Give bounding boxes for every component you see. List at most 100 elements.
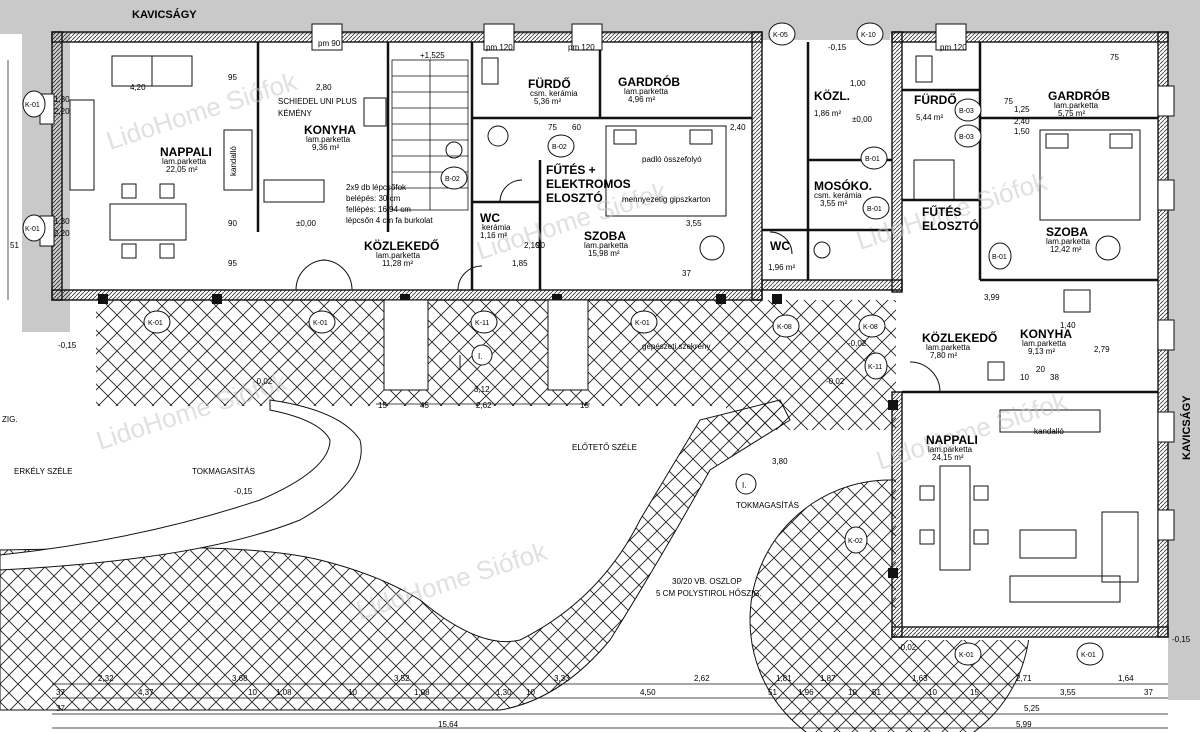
path-bend (0, 399, 362, 571)
svg-text:9,13 m²: 9,13 m² (1028, 347, 1055, 356)
svg-text:37: 37 (56, 688, 65, 697)
svg-text:2,80: 2,80 (316, 83, 332, 92)
label-tokma-right: TOKMAGASÍTÁS (736, 501, 799, 510)
room-nappali-left: NAPPALI lam.parketta 22,05 m² (160, 145, 212, 174)
svg-text:-0,15: -0,15 (828, 43, 847, 52)
svg-text:pm 120: pm 120 (940, 43, 967, 52)
stair-steps-terrace (383, 299, 589, 391)
svg-text:3,55: 3,55 (686, 219, 702, 228)
svg-text:1,30: 1,30 (496, 688, 512, 697)
svg-text:K-02: K-02 (848, 538, 863, 545)
room-furdo-right: FÜRDŐ 5,44 m² (914, 92, 957, 122)
svg-text:KONYHA: KONYHA (1020, 327, 1072, 341)
svg-text:10: 10 (248, 688, 257, 697)
svg-text:-0,02: -0,02 (254, 377, 273, 386)
svg-text:FŰTÉS: FŰTÉS (922, 204, 961, 219)
svg-text:10: 10 (1020, 373, 1029, 382)
svg-text:B-02: B-02 (552, 144, 567, 151)
label-lepcso-3: fellépés: 16,94 cm (346, 205, 411, 214)
svg-text:WC: WC (770, 239, 790, 253)
svg-text:K-01: K-01 (25, 102, 40, 109)
svg-text:51: 51 (10, 241, 19, 250)
svg-text:3,52: 3,52 (394, 674, 410, 683)
walls-interior (256, 42, 1158, 394)
svg-text:pm 90: pm 90 (318, 39, 341, 48)
dim-texts: 4,20 2,80 1,30 2,20 1,30 2,20 95 95 90 9… (10, 39, 1119, 466)
room-futes-right: FŰTÉS ELOSZTÓ (922, 204, 979, 233)
svg-text:K-01: K-01 (148, 320, 163, 327)
svg-text:1,64: 1,64 (1118, 674, 1134, 683)
svg-text:51: 51 (768, 688, 777, 697)
svg-text:K-11: K-11 (475, 320, 489, 327)
svg-text:-0,02: -0,02 (826, 377, 845, 386)
svg-text:3,12: 3,12 (474, 385, 490, 394)
label-schiedel: SCHIEDEL UNI PLUS (278, 97, 357, 106)
gravel-bed-right (1168, 20, 1200, 700)
svg-text:95: 95 (228, 259, 237, 268)
label-kandallo-left: kandalló (229, 146, 238, 176)
svg-text:pm 120: pm 120 (568, 43, 595, 52)
svg-text:1,30: 1,30 (54, 95, 70, 104)
right-wing-cover (896, 392, 1168, 640)
label-tokma-left: TOKMAGASÍTÁS (192, 467, 255, 476)
svg-text:5,44 m²: 5,44 m² (916, 113, 943, 122)
svg-text:75: 75 (548, 123, 557, 132)
svg-text:10: 10 (526, 688, 535, 697)
svg-text:-0,15: -0,15 (1172, 635, 1191, 644)
svg-text:+1,525: +1,525 (420, 51, 445, 60)
svg-text:KÖZLEKEDŐ: KÖZLEKEDŐ (364, 238, 439, 253)
svg-text:37: 37 (682, 269, 691, 278)
label-kavicsagy-top: KAVICSÁGY (132, 8, 197, 21)
svg-text:60: 60 (572, 123, 581, 132)
label-padlo: padló összefolyó (642, 155, 702, 164)
dim-lines (7, 60, 1168, 729)
svg-text:4,50: 4,50 (640, 688, 656, 697)
svg-text:K-10: K-10 (861, 32, 876, 39)
svg-text:2,10: 2,10 (524, 241, 540, 250)
room-kozlekedo-right: KÖZLEKEDŐ lam.parketta 7,80 m² (922, 330, 997, 360)
label-kemeny: KÉMÉNY (278, 109, 312, 118)
svg-text:1,08: 1,08 (276, 688, 292, 697)
label-kandallo-right: kandalló (1034, 427, 1064, 436)
svg-text:2,71: 2,71 (1016, 674, 1032, 683)
room-gardrob-left: GARDRÓB lam.parketta 4,96 m² (618, 74, 680, 104)
label-gepeszeti: gépészeti szekrény (642, 342, 710, 351)
svg-text:csm. kerámia: csm. kerámia (530, 89, 578, 98)
svg-text:K-01: K-01 (1081, 652, 1096, 659)
svg-text:24,15 m²: 24,15 m² (932, 453, 964, 462)
label-oszlop-2: 5 CM POLYSTIROL HŐSZIG. (656, 589, 762, 598)
label-lepcso-1: 2x9 db lépcsőfok (346, 183, 407, 192)
svg-text:±0,00: ±0,00 (852, 115, 873, 124)
svg-text:ELEKTROMOS: ELEKTROMOS (546, 177, 631, 191)
label-lepcso-2: belépés: 30 cm (346, 194, 401, 203)
room-szoba-right: SZOBA lam.parketta 12,42 m² (1046, 225, 1091, 254)
svg-text:75: 75 (1110, 53, 1119, 62)
svg-text:2,62: 2,62 (694, 674, 710, 683)
svg-text:-0,15: -0,15 (234, 487, 253, 496)
svg-text:20: 20 (1036, 365, 1045, 374)
svg-text:15: 15 (378, 401, 387, 410)
svg-text:1,96 m²: 1,96 m² (768, 263, 795, 272)
svg-text:B-03: B-03 (959, 108, 974, 115)
svg-text:pm 120: pm 120 (486, 43, 513, 52)
svg-text:csm. kerámia: csm. kerámia (814, 191, 862, 200)
svg-text:4,37: 4,37 (138, 688, 154, 697)
terrace-posts (98, 294, 898, 578)
furniture-right (813, 55, 1141, 603)
svg-text:3,33: 3,33 (554, 674, 570, 683)
doors (295, 179, 941, 393)
svg-text:K-01: K-01 (313, 320, 328, 327)
plan-labels: KAVICSÁGY KAVICSÁGY ERKÉLY SZÉLE TOKMAGA… (2, 8, 1193, 598)
room-kozl-right: KÖZL. 1,86 m² (814, 88, 850, 118)
svg-text:1,08: 1,08 (414, 688, 430, 697)
room-wc-right: WC 1,96 m² (768, 239, 795, 272)
svg-text:2,79: 2,79 (1094, 345, 1110, 354)
svg-text:K-05: K-05 (773, 32, 788, 39)
svg-text:1,63: 1,63 (912, 674, 928, 683)
svg-text:1,16 m²: 1,16 m² (480, 231, 507, 240)
svg-text:15,98 m²: 15,98 m² (588, 249, 620, 258)
svg-text:SZOBA: SZOBA (584, 229, 626, 243)
svg-text:9,36 m²: 9,36 m² (312, 143, 339, 152)
svg-text:4,20: 4,20 (130, 83, 146, 92)
svg-text:3,80: 3,80 (772, 457, 788, 466)
